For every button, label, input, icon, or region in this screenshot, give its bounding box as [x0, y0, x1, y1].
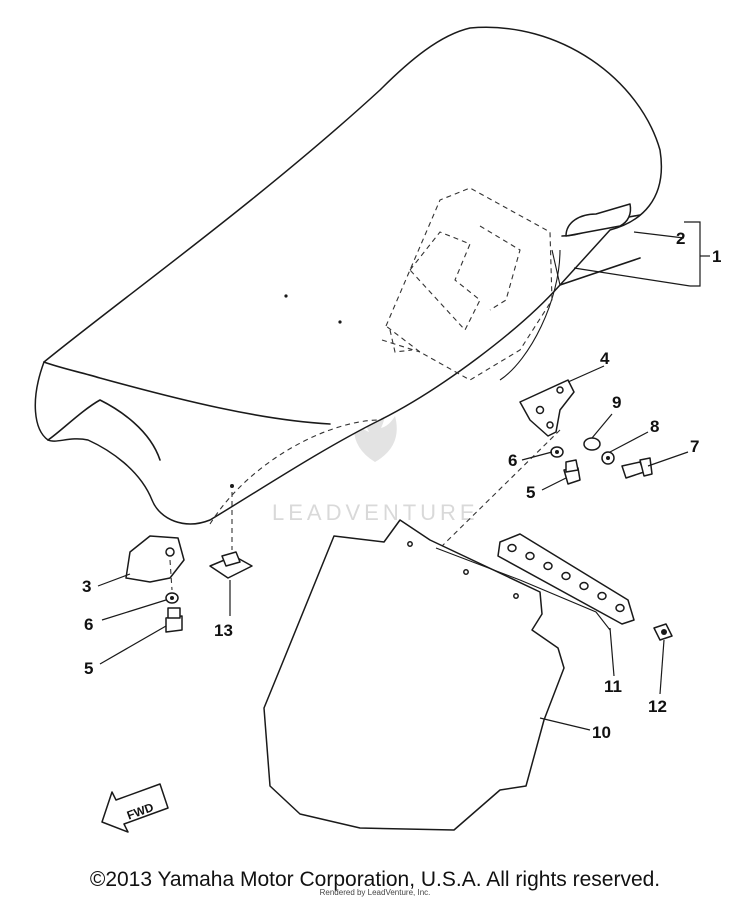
plate-bracket [497, 533, 635, 625]
rear-bracket [519, 379, 575, 437]
bolt-5-lower [165, 607, 183, 633]
washer-6-lower [165, 592, 179, 604]
callout-10: 10 [592, 723, 611, 742]
copyright-text: ©2013 Yamaha Motor Corporation, U.S.A. A… [89, 868, 661, 891]
nut-8 [601, 451, 615, 465]
callout-5-lower: 5 [84, 659, 93, 678]
callout-9: 9 [612, 393, 621, 412]
bolt-7 [621, 457, 653, 479]
leader-lines [97, 221, 710, 731]
callout-11: 11 [604, 677, 622, 696]
callout-13: 13 [214, 621, 233, 640]
watermark-text: LEADVENTURE [272, 500, 479, 525]
callout-1: 1 [712, 247, 721, 266]
seat-pan-hidden [209, 187, 553, 525]
callout-6-upper: 6 [508, 451, 517, 470]
callout-7: 7 [690, 437, 699, 456]
front-bracket [125, 535, 185, 591]
number-plate [263, 519, 611, 831]
callout-8: 8 [650, 417, 659, 436]
washer-9 [583, 437, 601, 451]
bolt-5-upper [563, 459, 581, 485]
leadventure-watermark: LEADVENTURE [272, 388, 479, 525]
callouts: 2 1 4 9 8 7 6 5 3 6 5 13 10 11 12 [82, 229, 721, 742]
credit-text: Rendered by LeadVenture, Inc. [319, 888, 431, 897]
callout-4: 4 [600, 349, 610, 368]
fwd-arrow: FWD [101, 783, 169, 833]
seat-assembly [34, 26, 663, 525]
washer-6-upper [550, 446, 564, 458]
callout-6-lower: 6 [84, 615, 93, 634]
screw [653, 623, 673, 641]
callout-3: 3 [82, 577, 91, 596]
callout-2: 2 [676, 229, 685, 248]
clip-nut [209, 492, 253, 579]
callout-12: 12 [648, 697, 667, 716]
parts-diagram: LEADVENTURE [34, 26, 721, 833]
callout-5-upper: 5 [526, 483, 535, 502]
